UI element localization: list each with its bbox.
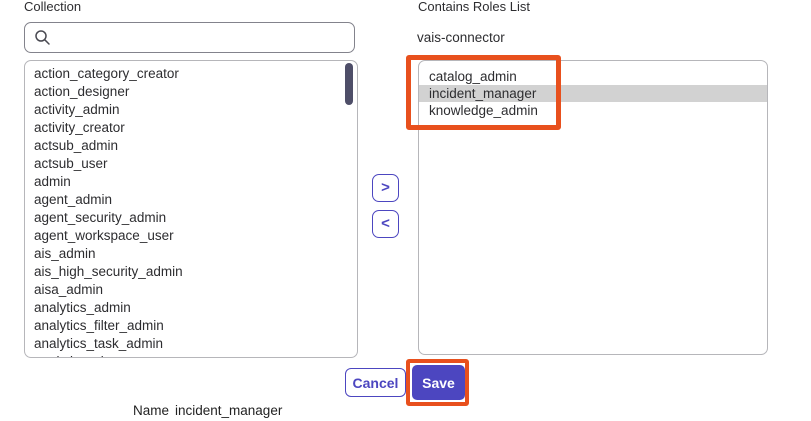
list-item[interactable]: agent_admin [34,192,113,207]
name-value: incident_manager [175,403,283,418]
list-item[interactable]: agent_workspace_user [34,228,174,243]
name-label: Name [133,403,170,418]
list-item[interactable]: analytics_task_admin [34,336,164,351]
list-item[interactable]: ais_admin [34,246,96,261]
list-item[interactable]: activity_admin [34,102,120,117]
list-item[interactable]: actsub_admin [34,138,119,153]
search-icon [35,30,50,45]
list-item[interactable]: agent_security_admin [34,210,167,225]
list-item[interactable]: aisa_admin [34,282,104,297]
list-item[interactable]: ais_high_security_admin [34,264,183,279]
collection-search-box [24,22,355,53]
list-item[interactable]: analytics_admin [34,300,131,315]
move-left-button[interactable]: < [372,210,399,238]
collection-search-input[interactable] [51,23,354,52]
list-item[interactable]: activity_creator [34,120,125,135]
collection-name: vais-connector [417,30,505,45]
save-button[interactable]: Save [412,365,465,400]
list-item[interactable]: admin [34,174,71,189]
list-item[interactable]: analytics_viewer [25,353,357,357]
list-item[interactable]: incident_manager [419,85,767,102]
list-item[interactable]: action_designer [34,84,130,99]
move-right-button[interactable]: > [372,174,399,202]
list-item[interactable]: actsub_user [34,156,108,171]
scrollbar-thumb[interactable] [345,63,353,105]
list-item[interactable]: action_category_creator [34,66,179,81]
list-item[interactable]: knowledge_admin [429,103,538,118]
contains-roles-label: Contains Roles List [418,0,530,14]
cancel-button[interactable]: Cancel [345,368,406,397]
collection-label: Collection [24,0,82,14]
list-item[interactable]: analytics_filter_admin [34,318,164,333]
list-item[interactable]: catalog_admin [429,69,517,84]
